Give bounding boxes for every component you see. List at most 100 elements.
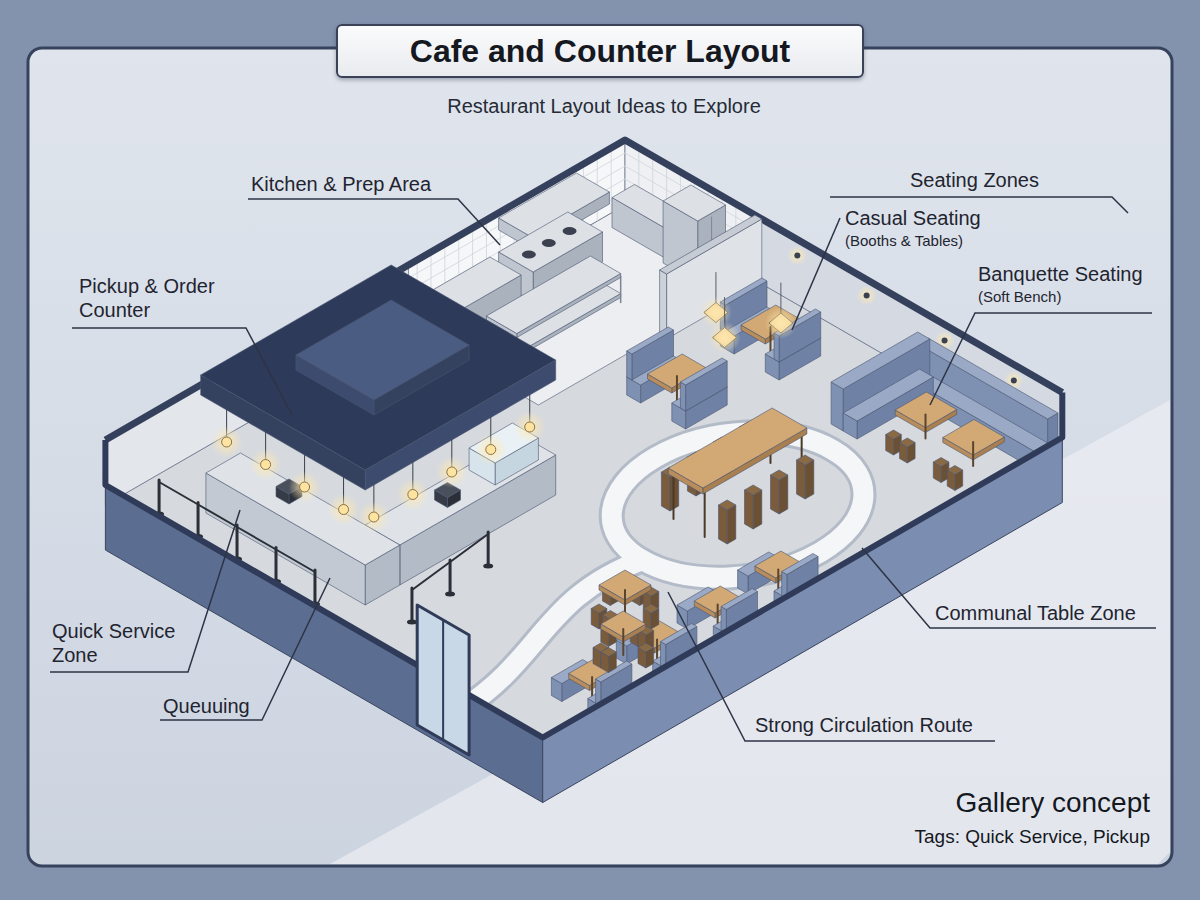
booth-back [661,624,697,645]
sconce-glow [787,246,807,266]
queue-rope [450,534,488,562]
booth-back [680,358,727,385]
pendant-light [300,482,310,492]
queue-post [449,560,452,594]
booth-back [782,554,818,575]
pendant-glow [289,471,321,503]
door-frame [442,620,444,740]
zone-label: Kitchen & Prep Area [251,172,431,196]
queue-rope [237,527,276,550]
table-leg [622,629,624,655]
chair [601,648,617,657]
leader-line [862,548,1156,628]
floor-plan [105,140,1062,803]
title: Cafe and Counter Layout [410,33,790,69]
queue-rope [159,482,198,505]
pendant-glow [328,494,360,526]
wall-sconce [864,293,870,299]
stool [745,490,754,529]
leader-line [160,578,330,720]
gallery-note: Gallery concept [955,786,1150,820]
chandelier-glow [765,307,797,339]
leader-line [930,313,1152,405]
leader-line [248,199,500,245]
panel [28,48,1172,866]
canopy-skylight [296,300,469,400]
pendant-light [408,490,418,500]
queue-post [158,480,161,514]
wall-rim [105,393,1062,738]
refrigerator [663,185,725,221]
table-leg [672,473,674,519]
queue-post [236,525,239,559]
stool [661,472,670,511]
pendant-light [369,512,379,522]
pendant-glow [211,426,243,458]
zone-note: (Booths & Tables) [845,232,963,250]
chair [643,604,659,613]
stool [771,470,788,480]
zone-label: Pickup & Order Counter [79,274,244,322]
leader-lines [50,197,1156,741]
pendant-glow [475,434,507,466]
leader-line [50,510,240,672]
queue-post [313,570,316,604]
stool [727,505,736,544]
queue-post [275,548,278,582]
stool [779,475,788,514]
stool [797,460,806,499]
communal-table [668,408,807,488]
table [741,305,800,339]
tag-note: Tags: Quick Service, Pickup [915,826,1150,849]
booth-back [627,351,632,380]
stool [797,455,814,465]
pendant-glow [358,501,390,533]
burner [563,227,577,235]
door [417,605,469,755]
queue-rope [276,550,315,573]
table-leg [620,277,622,303]
leader-line [72,328,292,415]
table-leg [676,376,678,400]
stool [753,490,762,529]
table-leg [972,442,974,466]
leader-line [792,218,840,330]
floor [105,205,1062,758]
partition-wall [660,215,762,274]
chair [591,604,607,613]
zone-note: (Soft Bench) [978,288,1061,306]
burner [522,251,536,259]
queue-post [197,503,200,537]
queue-post [487,532,490,566]
booth-back [721,589,757,610]
chair [886,430,902,439]
booth-back [720,278,767,305]
zone-label: Banquette Seating [978,262,1143,286]
pendant-light [525,422,535,432]
zone-label: Quick Service Zone [52,619,202,667]
pendant-light [339,505,349,515]
wall-sconce [794,253,800,259]
burner [542,239,556,247]
pendant-light [222,437,232,447]
title-box: Cafe and Counter Layout [336,24,864,78]
pendant-glow [250,449,282,481]
stool [719,505,728,544]
zone-label: Communal Table Zone [935,601,1136,625]
wall-sconce [942,338,948,344]
wall-sconce [1011,378,1017,384]
stool [771,475,780,514]
zone-label: Strong Circulation Route [755,713,973,737]
queue-rope [198,505,237,528]
pendant-light [261,460,271,470]
banquette-back [831,382,843,431]
pendant-glow [436,456,468,488]
chair [933,458,949,467]
chair [638,643,654,652]
queue-rope [412,562,450,590]
booth-back [680,382,685,411]
zone-label: Queuuing [163,694,250,718]
sconce-glow [857,286,877,306]
